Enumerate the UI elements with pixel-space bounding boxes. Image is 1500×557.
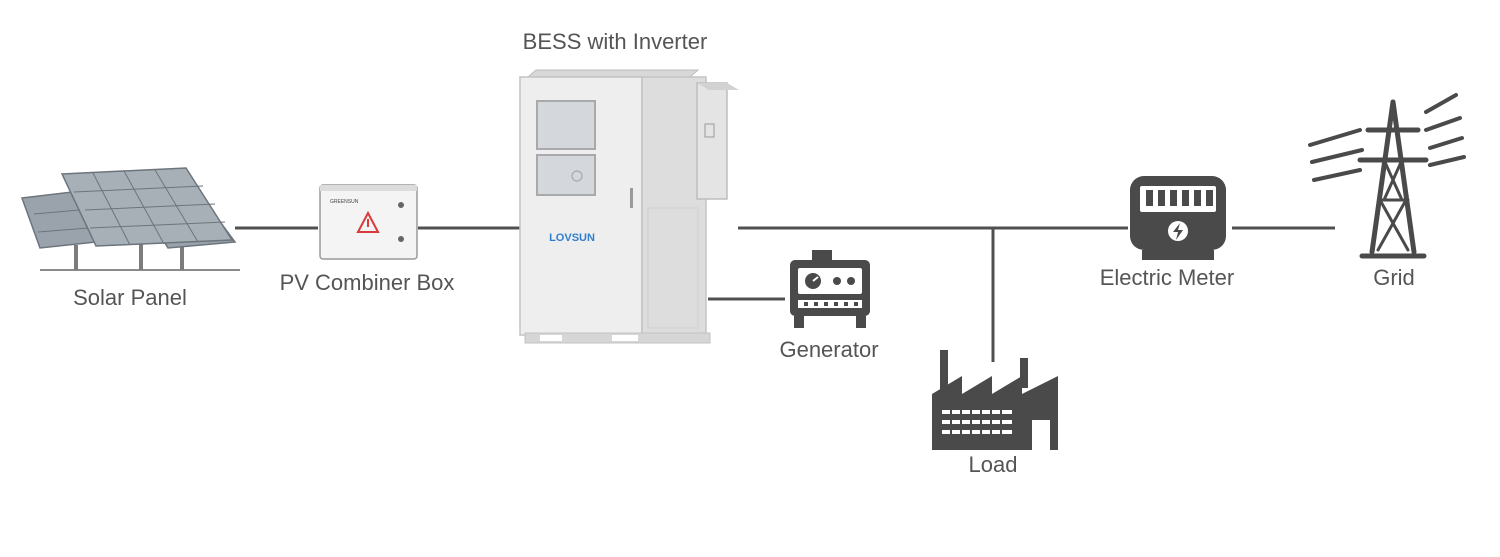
solar-panel-icon	[20, 167, 240, 271]
solar-panel-label: Solar Panel	[73, 285, 187, 310]
generator-icon	[790, 250, 870, 328]
electric-meter-icon	[1130, 176, 1226, 260]
warning-icon	[356, 210, 380, 233]
combiner-brand-text: GREENSUN	[330, 199, 359, 205]
bess-brand-logo: LOVSUN	[549, 232, 595, 244]
power-tower-icon	[1308, 93, 1466, 259]
pv-combiner-box-label: PV Combiner Box	[280, 270, 455, 295]
connection-lines	[235, 226, 1335, 362]
load-label: Load	[969, 452, 1018, 477]
generator-label: Generator	[779, 337, 878, 362]
factory-icon	[932, 350, 1058, 450]
electric-meter-label: Electric Meter	[1100, 265, 1234, 290]
grid-label: Grid	[1373, 265, 1415, 290]
bess-cabinet-icon: LOVSUN	[519, 69, 739, 344]
bess-label: BESS with Inverter	[523, 29, 708, 54]
combiner-box-icon: GREENSUN	[319, 184, 418, 260]
